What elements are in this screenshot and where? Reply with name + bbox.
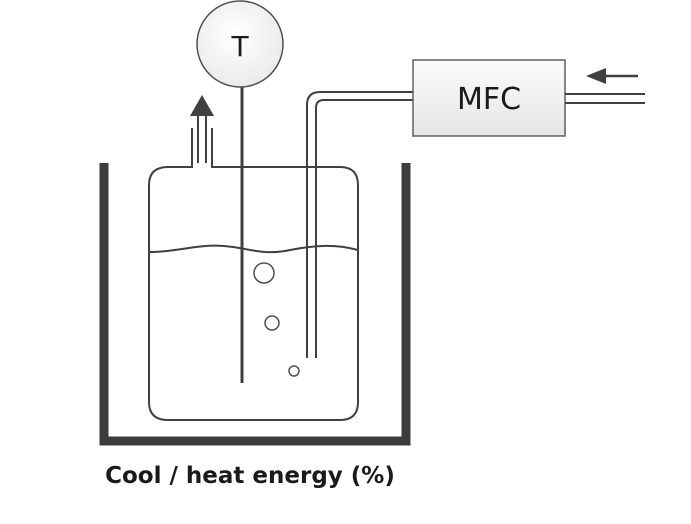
jacket-caption: Cool / heat energy (%)	[105, 463, 395, 489]
gas-outlet-arrow	[190, 95, 214, 163]
liquid-surface	[148, 244, 359, 254]
gas-inlet-pipe	[565, 93, 645, 104]
mfc-label: MFC	[457, 82, 521, 117]
cool-heat-jacket	[99, 163, 411, 446]
gas-feed-pipe	[306, 91, 413, 358]
gas-bubbles	[253, 262, 300, 377]
thermometer-label: T	[230, 30, 249, 63]
gas-inlet-arrow	[586, 68, 638, 84]
mfc-box	[412, 59, 566, 137]
bubble-medium	[264, 315, 280, 331]
thermometer-gauge	[196, 0, 284, 88]
bubble-small	[288, 365, 300, 377]
bubble-large	[253, 262, 275, 284]
